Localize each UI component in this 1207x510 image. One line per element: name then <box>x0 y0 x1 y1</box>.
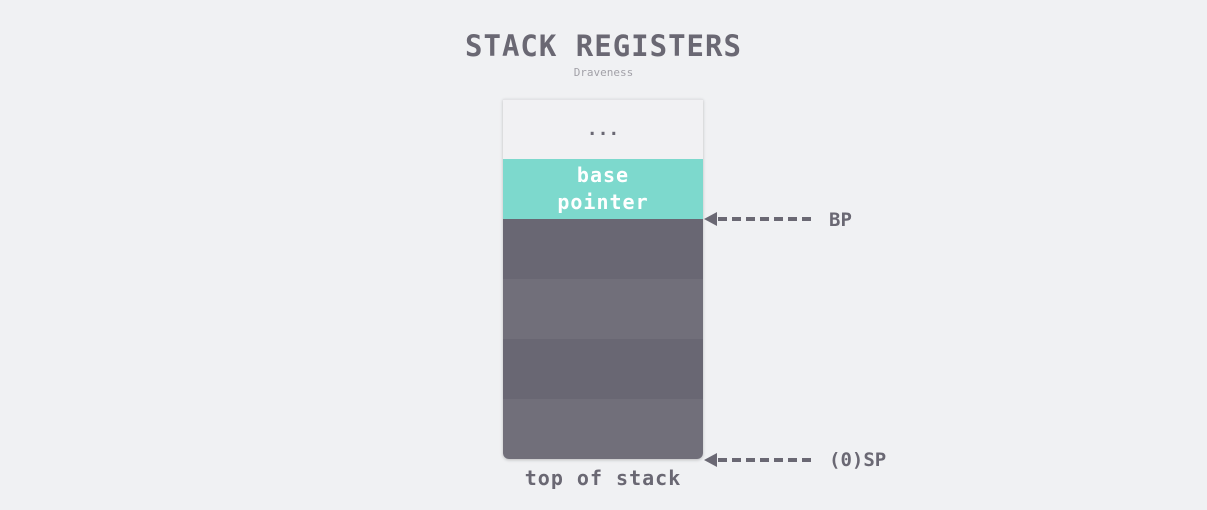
sp-arrow <box>704 450 816 470</box>
sp-label: (0)SP <box>829 449 887 471</box>
diagram-subtitle: Draveness <box>573 66 634 79</box>
diagram-title: STACK REGISTERS <box>465 29 742 63</box>
stack-cell-3 <box>503 339 703 399</box>
stack-cell-4 <box>503 399 703 459</box>
bp-label: BP <box>829 209 852 231</box>
stack-cell-base-pointer: base pointer <box>503 159 703 219</box>
stack-cell-ellipsis: ... <box>503 99 703 159</box>
arrow-left-icon <box>704 212 814 226</box>
stack-cell-1 <box>503 219 703 279</box>
stack-caption: top of stack <box>524 466 682 490</box>
stack-column: ... base pointer <box>503 99 703 459</box>
stack-cell-2 <box>503 279 703 339</box>
bp-arrow <box>704 209 816 229</box>
arrow-left-icon <box>704 453 814 467</box>
